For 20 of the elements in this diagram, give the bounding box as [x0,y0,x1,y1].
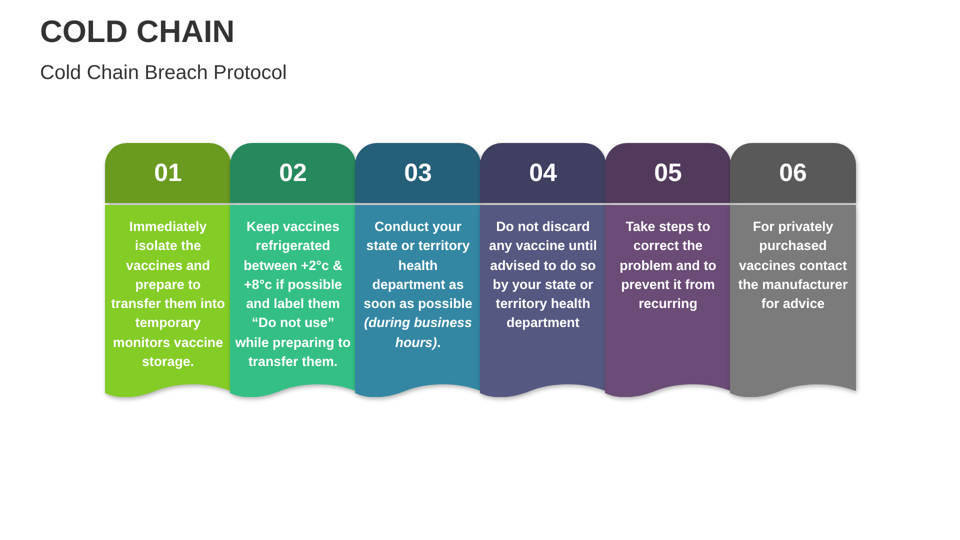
step-column [230,143,356,397]
subtitle: Cold Chain Breach Protocol [40,62,287,85]
step-number: 03 [355,143,481,203]
step-description: Do not discard any vaccine until advised to do so by your state or territory health department [480,205,606,397]
title: COLD CHAIN [40,14,235,50]
step-column [355,143,481,397]
step-description: For privately purchased vaccines contact the manufacturer for advice [730,205,856,397]
step-description: Keep vaccines refrigerated between +2°c & +8°c if possible and label them “Do not use” while preparing to transfer them. [230,205,356,397]
step-description: Immediately isolate the vaccines and prepare to transfer them into temporary monitors vaccine storage. [105,205,231,397]
step-description: Conduct your state or territory health department as soon as possible (during business hours). [355,205,481,397]
step-number: 02 [230,143,356,203]
step-column [105,143,231,397]
step-number: 05 [605,143,731,203]
step-description: Take steps to correct the problem and to prevent it from recurring [605,205,731,397]
step-number: 04 [480,143,606,203]
step-number: 01 [105,143,231,203]
step-number: 06 [730,143,856,203]
step-column [730,143,856,397]
step-column [480,143,606,397]
step-column [605,143,731,397]
